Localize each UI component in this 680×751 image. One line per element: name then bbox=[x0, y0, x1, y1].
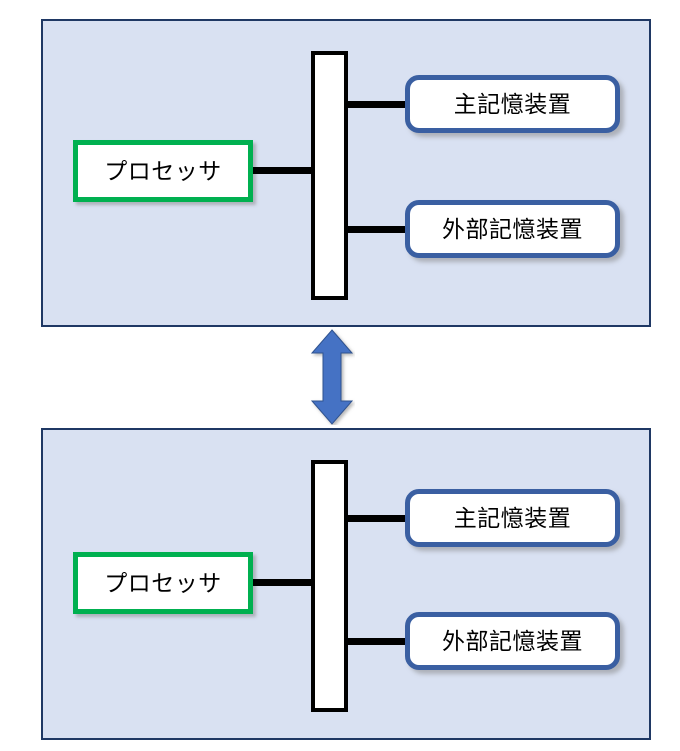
external-storage-label: 外部記憶装置 bbox=[442, 215, 583, 242]
processor-box-top[interactable]: プロセッサ bbox=[73, 140, 253, 202]
lower-architecture-panel: プロセッサ 主記憶装置 外部記憶装置 bbox=[41, 428, 651, 740]
processor-label: プロセッサ bbox=[104, 569, 222, 596]
system-bus-top[interactable] bbox=[311, 51, 348, 300]
connector-bus-to-external-storage-top bbox=[348, 226, 410, 233]
connector-bus-to-main-memory-bottom bbox=[348, 515, 410, 522]
main-memory-label: 主記憶装置 bbox=[453, 90, 572, 117]
external-storage-box-bottom[interactable]: 外部記憶装置 bbox=[405, 612, 620, 670]
main-memory-box-bottom[interactable]: 主記憶装置 bbox=[405, 489, 620, 547]
processor-label: プロセッサ bbox=[104, 157, 222, 184]
main-memory-label: 主記憶装置 bbox=[453, 504, 572, 531]
processor-box-bottom[interactable]: プロセッサ bbox=[73, 552, 253, 614]
connector-processor-to-bus-top bbox=[253, 167, 315, 174]
connector-bus-to-main-memory-top bbox=[348, 101, 410, 108]
vertical-double-arrow bbox=[310, 329, 354, 425]
external-storage-box-top[interactable]: 外部記憶装置 bbox=[405, 200, 620, 258]
upper-architecture-panel: プロセッサ 主記憶装置 外部記憶装置 bbox=[41, 19, 651, 327]
main-memory-box-top[interactable]: 主記憶装置 bbox=[405, 75, 620, 133]
external-storage-label: 外部記憶装置 bbox=[442, 627, 583, 654]
system-bus-bottom[interactable] bbox=[311, 460, 348, 712]
connector-processor-to-bus-bottom bbox=[253, 579, 315, 586]
connector-bus-to-external-storage-bottom bbox=[348, 638, 410, 645]
